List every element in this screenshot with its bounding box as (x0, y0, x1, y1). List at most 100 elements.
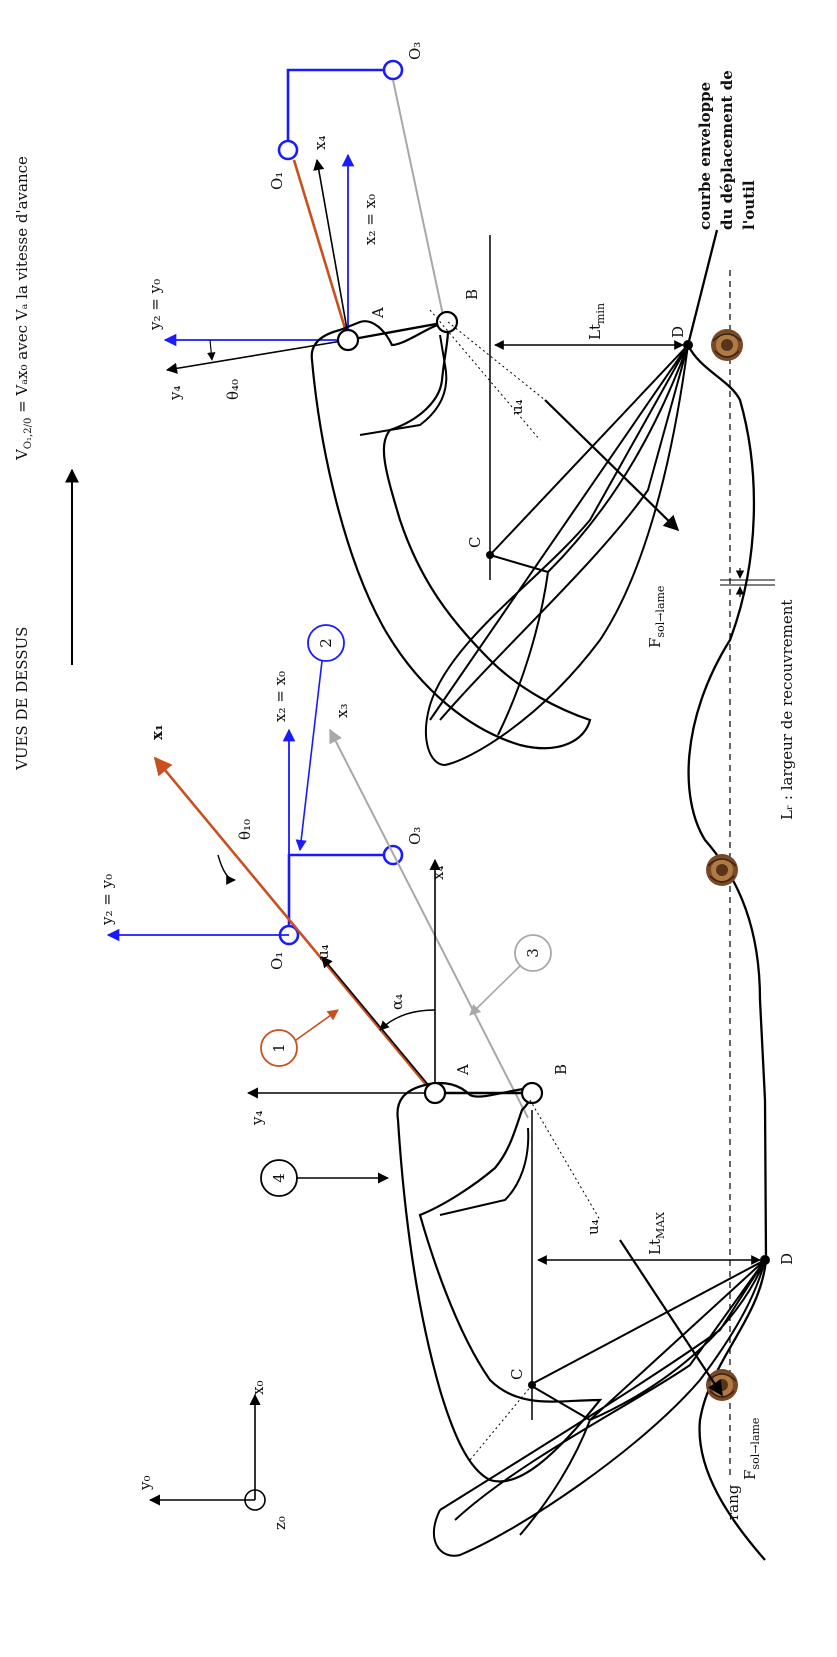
theta10-arc (217, 854, 236, 885)
envelope-label-line1: courbe enveloppe (696, 82, 714, 230)
link1-upper (292, 159, 349, 336)
x1-label: x₁ (148, 724, 166, 740)
point-D-upper (683, 340, 693, 350)
envelope-label-line2: du déplacement de (718, 70, 736, 230)
lower-mechanism: O₁ O₃ x₂ = x₀ y₂ = y₀ 2 x₁ 1 θ₁₀ x₃ 3 x₄… (98, 624, 796, 1557)
frame2-upper (286, 68, 393, 150)
velocity-symbol: V (13, 448, 31, 461)
theta40-arrow (207, 339, 216, 361)
envelope-label-line3: l'outil (740, 180, 758, 230)
velocity-subscript: O₁,2/0 (23, 418, 34, 449)
link3-upper (392, 79, 445, 321)
x3-label: x₃ (333, 704, 351, 718)
plant-icon (705, 1368, 739, 1402)
pivot-O3-upper (382, 59, 404, 81)
alpha4-arc (379, 1009, 436, 1031)
x4-label-lower: x₄ (429, 866, 447, 880)
pivot-B-lower (520, 1081, 544, 1105)
x4-label-upper: x₄ (311, 136, 329, 150)
label-C-upper: C (466, 537, 484, 548)
part1-leader (295, 1009, 339, 1041)
row-label: rang (724, 1484, 742, 1520)
pivot-A-upper (336, 328, 360, 352)
label-D-lower: D (778, 1253, 796, 1265)
pivot-B-upper (435, 310, 459, 334)
x2-label-upper: x₂ = x₀ (361, 194, 379, 245)
u4-label-upper: u₄ (508, 399, 526, 415)
label-O3-lower: O₃ (406, 827, 424, 845)
lt-max-label: LtMAX (646, 1212, 667, 1255)
part2-number: 2 (317, 638, 335, 648)
part4-body-upper (310, 320, 592, 750)
velocity-expression: = Vₐx₀ avec Vₐ la vitesse d'avance (13, 156, 31, 418)
part1-number: 1 (270, 1043, 288, 1053)
x4-vector-upper (313, 158, 349, 336)
label-O1-lower: O₁ (268, 952, 286, 970)
part3-callout (514, 934, 552, 972)
AB-bar-upper (347, 320, 448, 342)
y0-label: y₀ (136, 1476, 154, 1492)
part3-number: 3 (524, 948, 542, 958)
force-vector-lower (619, 1239, 723, 1397)
part2-leader (295, 660, 323, 852)
u4-vector-lower-top (321, 956, 436, 1094)
y4-label-lower: y₄ (248, 1111, 266, 1127)
label-D-upper: D (669, 326, 687, 338)
u4-label-lower: u₄ (584, 1219, 602, 1235)
point-C-lower (528, 1381, 536, 1389)
alpha4-label: α₄ (388, 994, 406, 1010)
label-C-lower: C (508, 1369, 526, 1380)
upper-mechanism: O₁ O₃ x₂ = x₀ y₂ = y₀ x₄ y₄ θ₄₀ A B C (146, 42, 693, 767)
blade-outer-lower (433, 1259, 766, 1557)
label-B-lower: B (552, 1064, 570, 1075)
part1-callout (260, 1029, 298, 1067)
point-D-lower (760, 1255, 770, 1265)
part4-inner-upper (359, 334, 448, 436)
force-label-lower: Fsol→lame (741, 1418, 762, 1480)
x2-label-lower: x₂ = x₀ (271, 671, 289, 722)
label-O1-upper: O₁ (268, 172, 286, 190)
blade-tines-lower (439, 1259, 766, 1536)
pivot-O1-upper (277, 139, 299, 161)
y4-label-upper: y₄ (166, 386, 184, 402)
part4-body-lower (396, 1081, 603, 1483)
velocity-label: VO₁,2/0 = Vₐx₀ avec Vₐ la vitesse d'avan… (13, 156, 34, 461)
label-A-lower: A (454, 1064, 472, 1076)
link3-lower (329, 728, 529, 1119)
z0-label: z₀ (271, 1516, 289, 1530)
overlap-label: Lᵣ : largeur de recouvrement (778, 600, 796, 820)
link1-lower (153, 756, 435, 1094)
frame2-lower (287, 853, 393, 935)
force-vector-upper (544, 399, 680, 532)
part2-callout (307, 624, 345, 662)
reference-frame: x₀ y₀ z₀ (136, 1381, 289, 1530)
label-B-upper: B (463, 289, 481, 300)
blade-tines-upper (429, 344, 689, 736)
pivot-A-lower (423, 1081, 447, 1105)
part3-leader (469, 965, 521, 1016)
part4-inner-lower (439, 1127, 530, 1216)
part4-number: 4 (270, 1173, 288, 1183)
y2-label-upper: y₂ = y₀ (146, 279, 164, 331)
dotted-line-lower-2 (469, 1384, 533, 1461)
label-A-upper: A (369, 307, 387, 319)
x0-label: x₀ (249, 1381, 267, 1395)
blade-outer-upper (425, 344, 689, 767)
plant-icon (710, 328, 744, 362)
label-O3-upper: O₃ (406, 42, 424, 60)
theta40-label: θ₄₀ (224, 379, 242, 400)
page-title: VUES DE DESSUS (13, 627, 31, 771)
envelope-curve (686, 229, 768, 1561)
dotted-line-lower (529, 1099, 601, 1221)
plant-icon (705, 853, 739, 887)
force-label-upper: Fsol→lame (646, 586, 667, 648)
y2-label-lower: y₂ = y₀ (98, 874, 116, 926)
point-C-upper (486, 551, 494, 559)
u4-label-lower-top: u₄ (314, 944, 332, 960)
overlap-dimension (720, 568, 775, 597)
y4-vector-upper (165, 339, 349, 374)
dotted-line-upper (429, 309, 541, 441)
u4-vector-upper (447, 321, 546, 401)
theta10-label: θ₁₀ (236, 819, 254, 840)
